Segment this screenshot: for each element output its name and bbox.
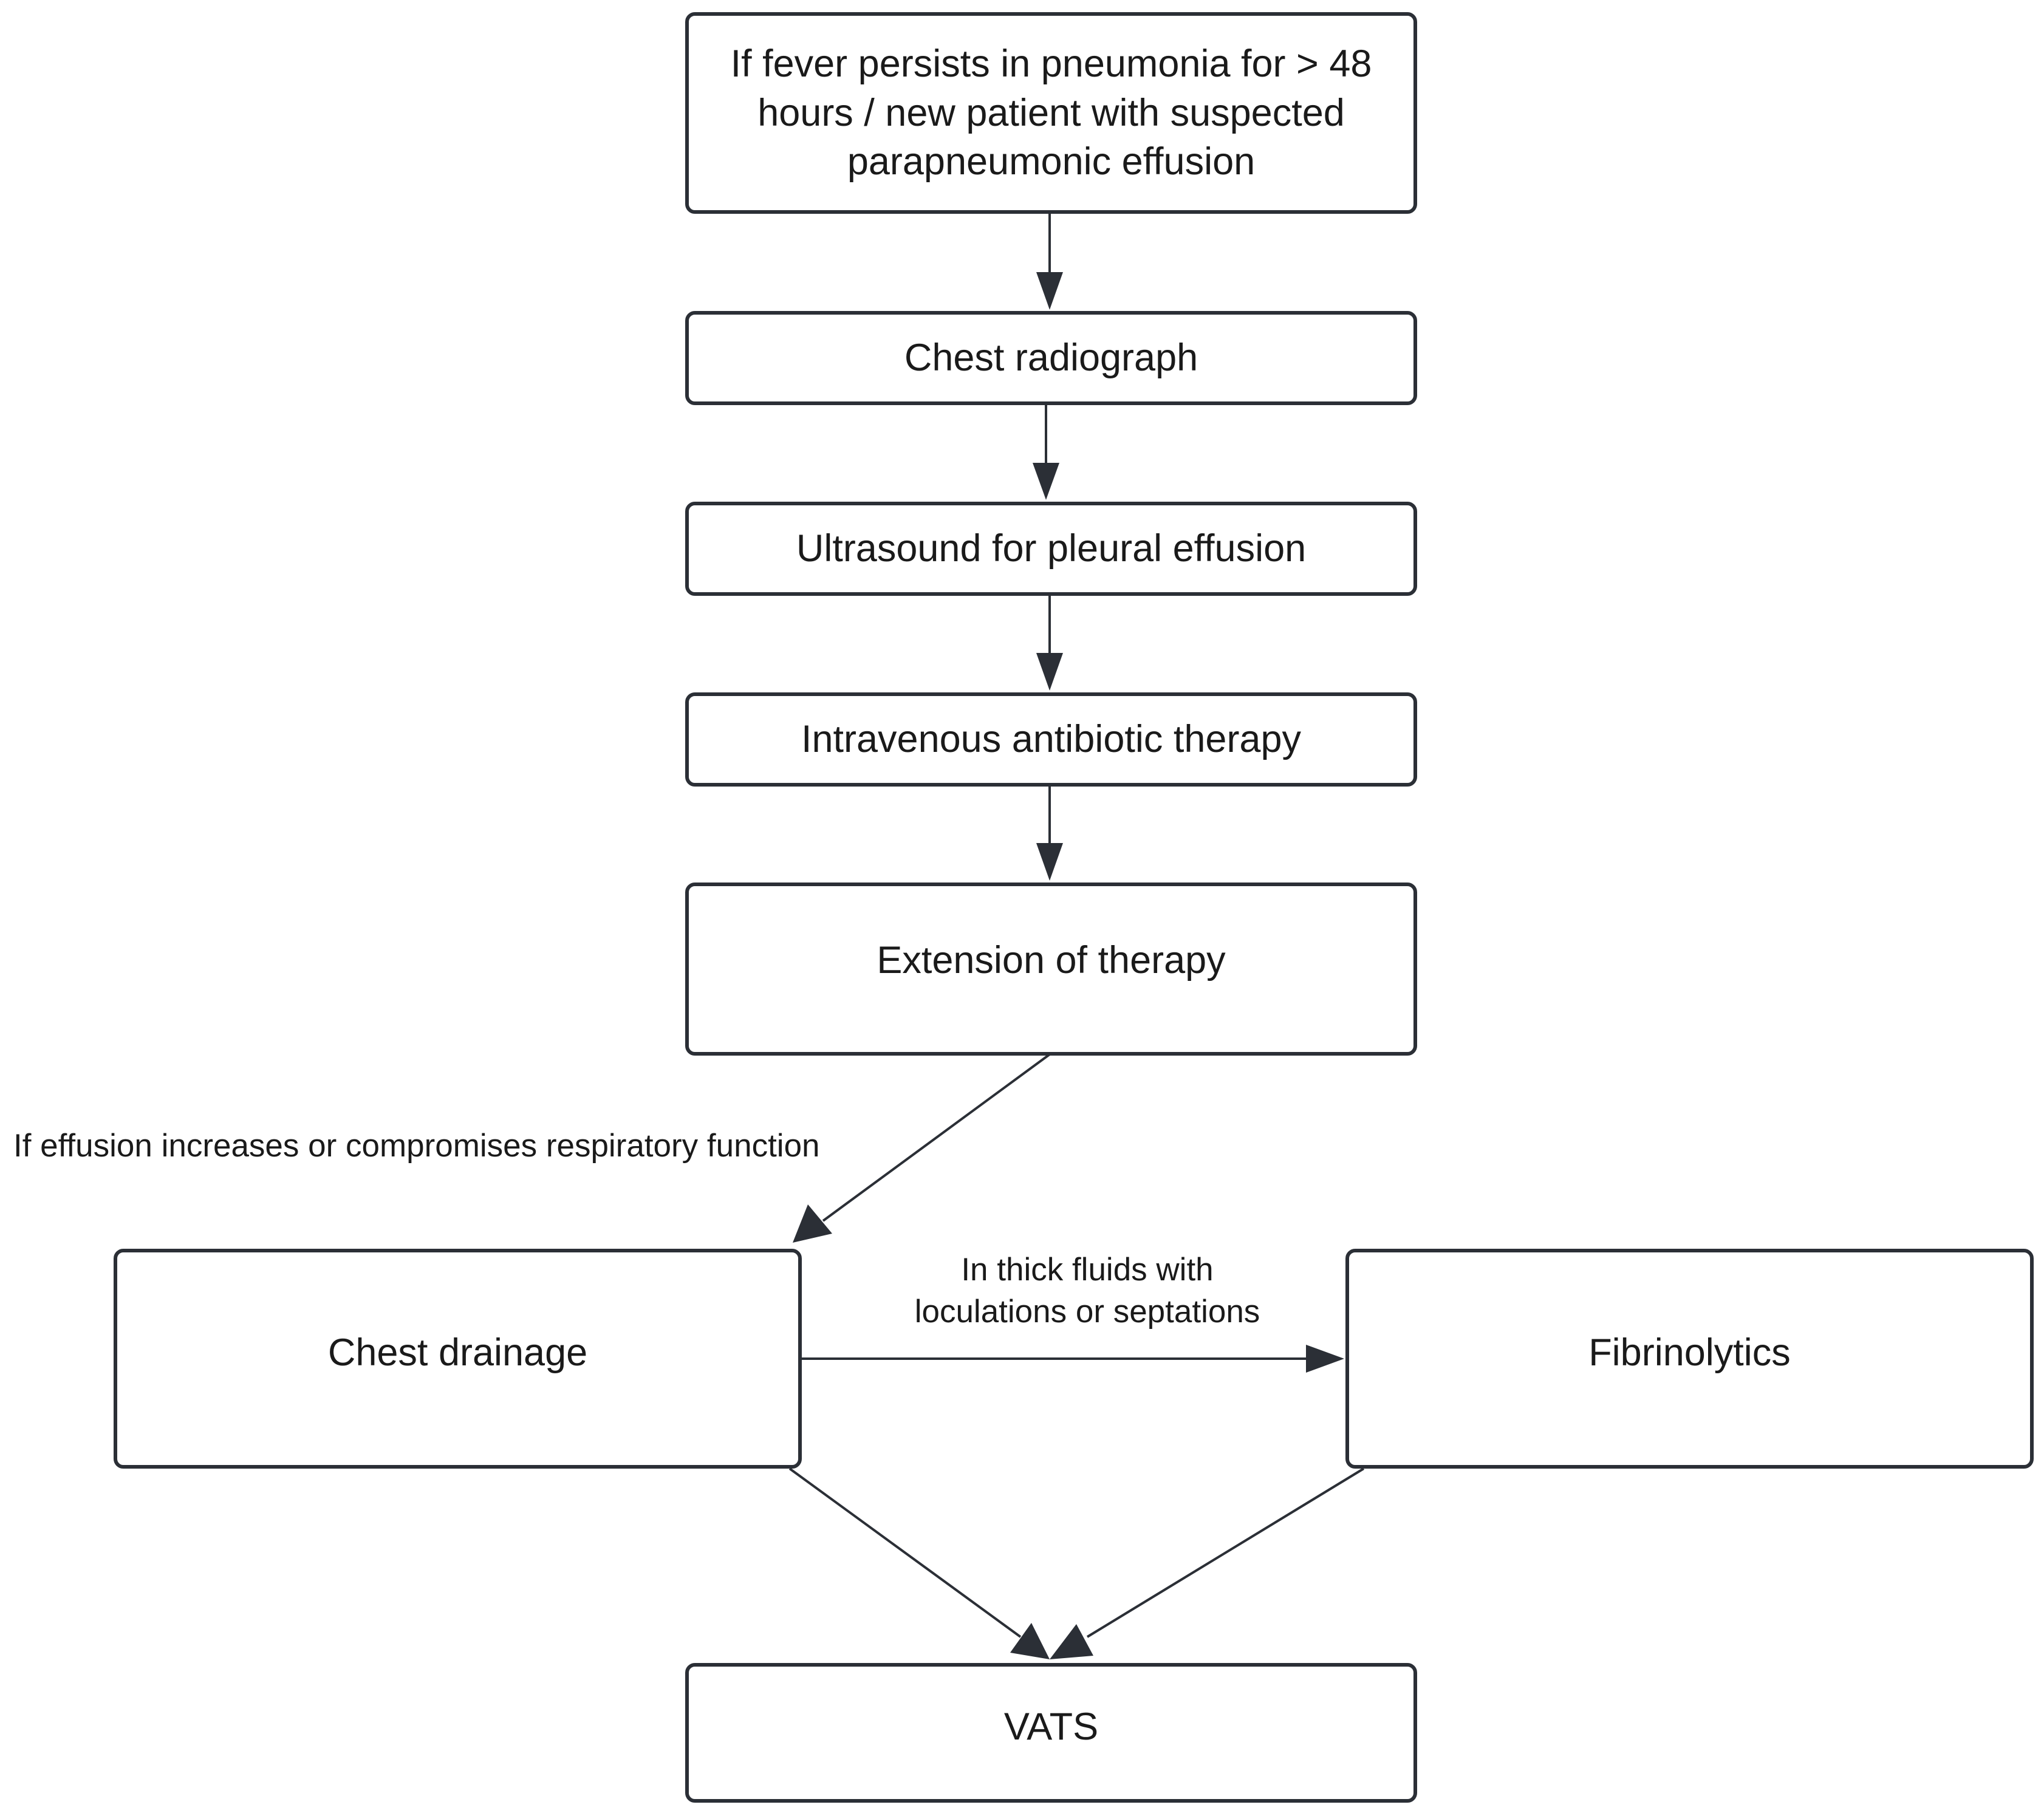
arrowhead-start-to-radiograph: [1036, 272, 1063, 310]
arrowhead-extension-to-drainage: [793, 1204, 832, 1243]
node-extension-of-therapy: Extension of therapy: [685, 883, 1417, 1056]
node-chest-drainage: Chest drainage: [114, 1249, 802, 1469]
arrowhead-ultrasound-to-antibiotic: [1036, 653, 1063, 691]
arrow-fibrinolytics-to-vats: [1086, 1467, 1365, 1638]
edge-label-effusion-condition: If effusion increases or compromises res…: [13, 1128, 820, 1164]
arrowhead-radiograph-to-ultrasound: [1033, 463, 1059, 500]
node-chest-radiograph: Chest radiograph: [685, 311, 1417, 405]
edge-label-thick-fluids: In thick fluids with loculations or sept…: [838, 1249, 1336, 1333]
arrowhead-fibrinolytics-to-vats: [1050, 1624, 1093, 1659]
arrowhead-drainage-to-fibrinolytics: [1306, 1345, 1344, 1373]
edge-label-thick-fluids-line2: loculations or septations: [914, 1293, 1260, 1330]
edge-label-thick-fluids-line1: In thick fluids with: [961, 1252, 1214, 1288]
arrowhead-antibiotic-to-extension: [1036, 843, 1063, 881]
node-vats: VATS: [685, 1663, 1417, 1803]
arrow-drainage-to-vats: [788, 1467, 1022, 1638]
node-fibrinolytics: Fibrinolytics: [1345, 1249, 2034, 1469]
arrowhead-drainage-to-vats: [1010, 1623, 1050, 1659]
node-start: If fever persists in pneumonia for > 48 …: [685, 12, 1417, 214]
node-antibiotic-therapy: Intravenous antibiotic therapy: [685, 692, 1417, 787]
arrow-extension-to-drainage: [822, 1053, 1051, 1222]
node-ultrasound: Ultrasound for pleural effusion: [685, 502, 1417, 596]
